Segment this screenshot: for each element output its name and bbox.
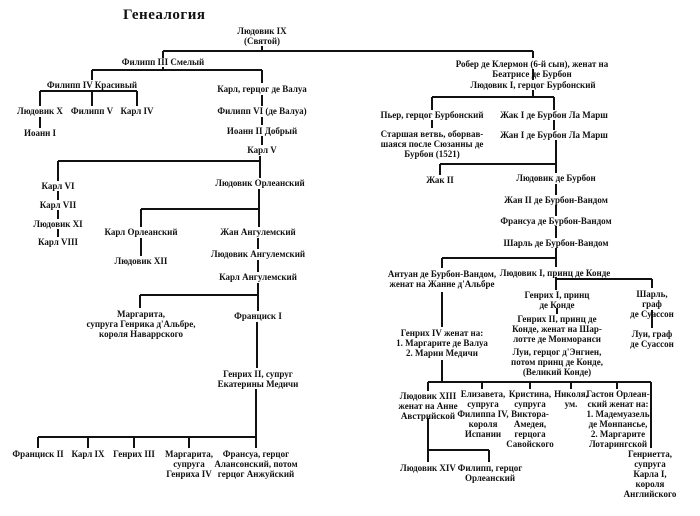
node-henry-iv: Генрих IV женат на: 1. Маргарите де Валу… bbox=[396, 328, 488, 358]
node-francis-i: Франциск I bbox=[234, 311, 282, 321]
node-louis-soissons: Луи, граф де Суассон bbox=[630, 329, 674, 349]
page-title: Генеалогия bbox=[123, 7, 206, 23]
node-charles-angouleme: Карл Ангулемский bbox=[219, 272, 297, 282]
node-francois-vendome: Франсуа де Бурбон-Вандом bbox=[500, 216, 612, 226]
node-henry-ii: Генрих II, супруг Екатерины Медичи bbox=[217, 369, 299, 389]
node-louis-x: Людовик X bbox=[17, 106, 63, 116]
node-philippe-orleans: Филипп, герцог Орлеанский bbox=[457, 463, 523, 483]
node-louis-angouleme: Людовик Ангулемский bbox=[210, 249, 306, 259]
node-charles-vii: Карл VII bbox=[39, 200, 77, 210]
node-louis-xiii: Людовик XIII женат на Анне Австрийской bbox=[398, 391, 458, 421]
node-charles-soissons: Шарль, граф де Суассон bbox=[630, 289, 674, 319]
node-louis-bourbon: Людовик де Бурбон bbox=[516, 173, 596, 183]
node-christine: Кристина, супруга Виктора- Амедея, герцо… bbox=[506, 389, 554, 449]
node-jacques-ii: Жак II bbox=[426, 175, 454, 185]
node-louis-xi: Людовик XI bbox=[33, 219, 83, 229]
node-nicolas: Николя, ум. bbox=[554, 389, 588, 409]
node-charles-vi: Карл VI bbox=[41, 181, 75, 191]
node-philip-vi: Филипп VI (де Валуа) bbox=[217, 106, 307, 116]
node-marguerite-navarre: Маргарита, супруга Генрика д'Альбре, кор… bbox=[86, 309, 196, 339]
node-francois-alencon: Франсуа, герцог Алансонский, потом герцо… bbox=[214, 449, 298, 479]
node-charles-vendome: Шарль де Бурбон-Вандом bbox=[503, 238, 609, 248]
node-louis-ix: Людовик IX (Святой) bbox=[237, 26, 287, 46]
node-philip-v: Филипп V bbox=[70, 106, 114, 116]
node-elisabeth: Елизавета, супруга Филиппа IV, короля Ис… bbox=[457, 389, 509, 439]
node-jean-ii-vendome: Жан II де Бурбон-Вандом bbox=[504, 195, 608, 205]
node-elder-branch: Старшая ветвь, оборвав- шаяся после Сюза… bbox=[380, 129, 484, 159]
node-louis-xiv: Людовик XIV bbox=[400, 463, 456, 473]
node-louis-i-bourbon: Людовик I, герцог Бурбонский bbox=[470, 80, 596, 90]
node-antoine: Антуан де Бурбон-Вандом, женат на Жанне … bbox=[387, 269, 497, 289]
node-jacques-i: Жак I де Бурбон Ла Марш bbox=[500, 110, 608, 120]
node-charles-valois: Карл, герцог де Валуа bbox=[217, 84, 307, 94]
node-charles-ix: Карл IX bbox=[71, 449, 105, 459]
node-philip-iii: Филипп III Смелый bbox=[121, 57, 205, 67]
node-henry-iii: Генрих III bbox=[113, 449, 155, 459]
node-charles-v: Карл V bbox=[247, 145, 277, 155]
node-john-ii: Иоанн II Добрый bbox=[226, 126, 298, 136]
node-john-i: Иоанн I bbox=[23, 128, 57, 138]
node-charles-iv: Карл IV bbox=[120, 106, 154, 116]
node-henrietta: Генриетта, супруга Карла I, короля Англи… bbox=[623, 449, 677, 499]
node-marguerite-valois: Маргарита, супруга Генриха IV bbox=[164, 449, 214, 479]
node-pierre-bourbon: Пьер, герцог Бурбонский bbox=[380, 110, 484, 120]
node-robert-clermont: Робер де Клермон (6-й сын), женат на Беа… bbox=[455, 59, 609, 79]
node-gaston: Гастон Орлеан- ский женат на: 1. Мадемуа… bbox=[586, 389, 650, 449]
node-jean-i: Жан I де Бурбон Ла Марш bbox=[500, 130, 608, 140]
node-charles-viii: Карл VIII bbox=[38, 237, 78, 247]
node-louis-enghien: Луи, герцог д'Энгиен, потом принц де Кон… bbox=[511, 347, 603, 377]
node-louis-i-conde: Людовик I, принц де Конде bbox=[499, 268, 611, 278]
node-henry-ii-conde: Генрих II, принц де Конде, женат на Шар-… bbox=[512, 314, 602, 344]
node-jean-angouleme: Жан Ангулемский bbox=[220, 227, 296, 237]
node-philip-iv: Филипп IV Красивый bbox=[46, 80, 138, 90]
node-francis-ii: Франциск II bbox=[12, 449, 64, 459]
node-louis-orleans: Людовик Орлеанский bbox=[215, 178, 305, 188]
node-louis-xii: Людовик XII bbox=[114, 256, 168, 266]
node-charles-orleans: Карл Орлеанский bbox=[104, 227, 178, 237]
node-henry-i-conde: Генрих I, принц де Конде bbox=[524, 290, 590, 310]
